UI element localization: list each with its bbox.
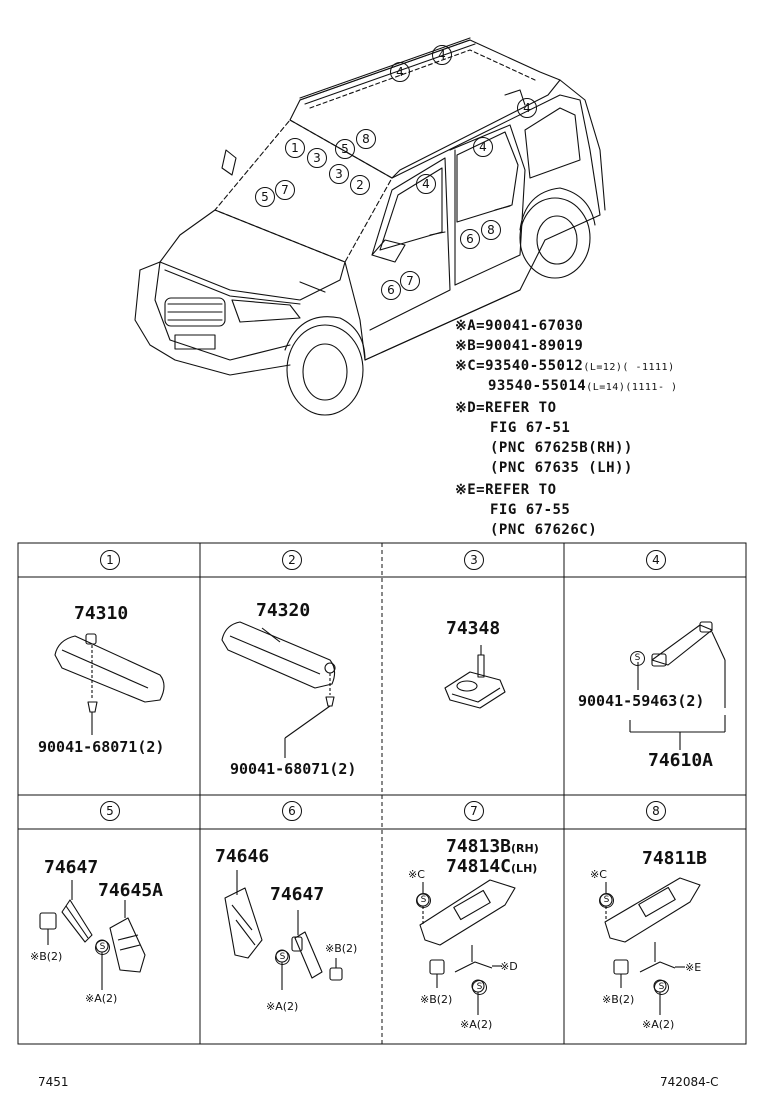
label-a-c6: ※A(2) [266, 1000, 299, 1013]
s-mark-c8-top: S [599, 893, 614, 908]
part-number-74813B-code: 74813B [446, 836, 512, 857]
car-callout-3a: 3 [307, 148, 327, 168]
car-callout-1: 1 [285, 138, 305, 158]
car-callout-4e: 4 [416, 174, 436, 194]
part-number-74813B-note: (RH) [511, 842, 539, 855]
part-number-74813B: 74813B(RH) [446, 836, 539, 857]
footer-figure-code: 7451 [38, 1075, 69, 1089]
part-number-74610A: 74610A [648, 750, 714, 771]
label-c-c7: ※C [408, 868, 425, 881]
part-number-74647-c5: 74647 [44, 857, 99, 878]
car-callout-6b: 6 [381, 280, 401, 300]
car-callout-4b: 4 [432, 45, 452, 65]
label-a-c8: ※A(2) [642, 1018, 675, 1031]
car-callout-6a: 6 [460, 229, 480, 249]
legend-d4: (PNC 67635 (LH)) [490, 460, 633, 476]
legend-c1-note: (L=12)( -1111) [583, 362, 675, 373]
label-a-c7: ※A(2) [460, 1018, 493, 1031]
vehicle-illustration [134, 37, 606, 416]
s-mark-c5: S [95, 940, 110, 955]
legend-a: ※A=90041-67030 [455, 318, 584, 334]
part-number-74320: 74320 [256, 600, 311, 621]
car-callout-5b: 5 [255, 187, 275, 207]
car-callout-7a: 7 [275, 180, 295, 200]
part-number-74647-c6: 74647 [270, 884, 325, 905]
legend-d2: FIG 67-51 [490, 420, 571, 436]
part-number-74814C: 74814C(LH) [446, 856, 537, 877]
fastener-number-c2: 90041-68071(2) [230, 760, 357, 778]
label-b-c8: ※B(2) [602, 993, 635, 1006]
car-callout-4a: 4 [390, 62, 410, 82]
car-callout-7b: 7 [400, 271, 420, 291]
car-callout-4d: 4 [473, 137, 493, 157]
legend-d1: ※D=REFER TO [455, 400, 557, 416]
cell-header-3: 3 [464, 550, 484, 570]
visor-74310-shape [54, 635, 165, 703]
legend-e3: (PNC 67626C) [490, 522, 598, 538]
legend-b: ※B=90041-89019 [455, 338, 584, 354]
part-number-74348: 74348 [446, 618, 501, 639]
s-mark-c7-top: S [416, 893, 431, 908]
legend-c2-code: 93540-55014 [488, 378, 587, 394]
s-mark-c6: S [275, 950, 290, 965]
cell-header-8: 8 [646, 801, 666, 821]
part-number-74646: 74646 [215, 846, 270, 867]
legend-e2: FIG 67-55 [490, 502, 571, 518]
part-number-74310: 74310 [74, 603, 129, 624]
car-callout-5a: 5 [335, 139, 355, 159]
footer-illustration-id: 742084-C [660, 1075, 719, 1089]
cell-header-5: 5 [100, 801, 120, 821]
label-e-c8: ※E [685, 961, 702, 974]
legend-e1: ※E=REFER TO [455, 482, 557, 498]
legend-d3: (PNC 67625B(RH)) [490, 440, 633, 456]
car-callout-2: 2 [350, 175, 370, 195]
legend-c2-note: (L=14)(1111- ) [586, 382, 678, 393]
s-mark-c7-bottom: S [472, 980, 487, 995]
legend-c1-code: ※C=93540-55012 [455, 358, 584, 374]
part-number-74645A: 74645A [98, 880, 164, 901]
cell-header-7: 7 [464, 801, 484, 821]
s-mark-c8-bottom: S [654, 980, 669, 995]
legend-c1: ※C=93540-55012(L=12)( -1111) [455, 358, 675, 374]
label-b-c7: ※B(2) [420, 993, 453, 1006]
car-callout-4c: 4 [517, 98, 537, 118]
label-b-c6: ※B(2) [325, 942, 358, 955]
fastener-number-c1: 90041-68071(2) [38, 738, 165, 756]
label-c-c8: ※C [590, 868, 607, 881]
label-a-c5: ※A(2) [85, 992, 118, 1005]
label-b-c5: ※B(2) [30, 950, 63, 963]
car-callout-8a: 8 [356, 129, 376, 149]
cell-header-1: 1 [100, 550, 120, 570]
label-d-c7: ※D [500, 960, 518, 973]
cell-header-6: 6 [282, 801, 302, 821]
car-callout-3b: 3 [329, 164, 349, 184]
s-mark-c4: S [630, 651, 645, 666]
part-number-74811B: 74811B [642, 848, 708, 869]
legend-c2: 93540-55014(L=14)(1111- ) [488, 378, 678, 394]
cell-header-4: 4 [646, 550, 666, 570]
cell-header-2: 2 [282, 550, 302, 570]
car-callout-8b: 8 [481, 220, 501, 240]
fastener-number-c4: 90041-59463(2) [578, 692, 705, 710]
part-number-74814C-code: 74814C [446, 856, 512, 877]
part-number-74814C-note: (LH) [511, 862, 538, 875]
